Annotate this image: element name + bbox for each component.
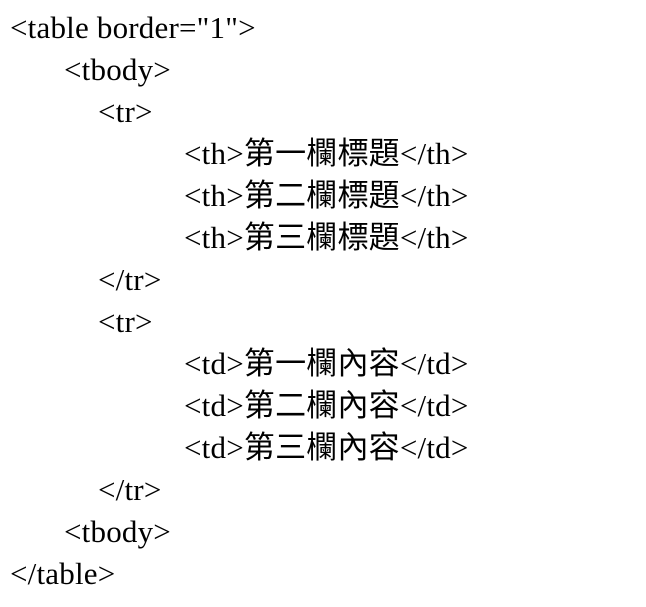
code-line: <tbody> <box>64 52 171 87</box>
code-line: <th>第二欄標題</th> <box>184 178 469 213</box>
code-line: <td>第一欄內容</td> <box>184 346 469 381</box>
code-line: <th>第三欄標題</th> <box>184 220 469 255</box>
code-line: <tbody> <box>64 514 171 549</box>
code-line: <table border="1"> <box>10 10 256 45</box>
code-line: <td>第三欄內容</td> <box>184 430 469 465</box>
code-line: </table> <box>10 556 116 591</box>
code-line: </tr> <box>98 472 162 507</box>
code-line: </tr> <box>98 262 162 297</box>
code-line: <tr> <box>98 304 153 339</box>
code-line: <tr> <box>98 94 153 129</box>
code-line: <th>第一欄標題</th> <box>184 136 469 171</box>
code-line: <td>第二欄內容</td> <box>184 388 469 423</box>
